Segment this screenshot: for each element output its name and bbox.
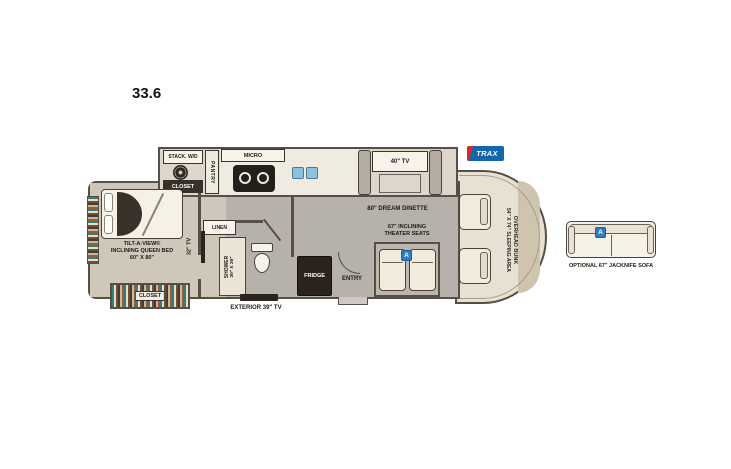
sofa-backrest	[570, 224, 652, 234]
wardrobe-closet	[87, 196, 99, 264]
microwave: MICRO	[221, 149, 285, 162]
sofa-option-badge: A	[595, 227, 606, 238]
dinette-bench-right	[429, 150, 442, 195]
pantry-label: PANTRY	[209, 160, 215, 184]
theater-seats-label-line1: 67" INCLINING	[387, 224, 427, 230]
bed-label-line3: 60" X 80"	[129, 254, 155, 261]
theater-seat-right	[409, 249, 436, 291]
shower-label-line2: 30" X 36"	[230, 256, 235, 278]
toilet-tank	[251, 243, 273, 252]
optional-sofa-label: OPTIONAL 67" JACKNIFE SOFA	[568, 263, 654, 269]
bedroom-closet-slideout: CLOSET	[110, 283, 190, 309]
seat-cushion-line	[382, 262, 403, 263]
page-title: 33.6	[132, 85, 162, 102]
bed-label: TILT-A-VIEW® INCLINING QUEEN BED 60" X 8…	[92, 241, 192, 262]
logo-text: TRAX	[476, 149, 498, 158]
bedroom-tv-label: 32" TV	[186, 237, 193, 256]
sofa-armrest-right	[647, 226, 654, 254]
linen-cabinet: LINEN	[203, 220, 236, 235]
dinette-table	[379, 174, 421, 193]
seat-backrest	[480, 252, 488, 279]
dinette-bench-left	[358, 150, 371, 195]
theater-seats-label-line2: THEATER SEATS	[384, 230, 430, 237]
overhead-bunk-line1: OVERHEAD BUNK	[512, 215, 518, 265]
cab-seat-driver	[459, 248, 491, 284]
queen-bed	[101, 189, 183, 239]
bedroom-tv	[201, 231, 205, 263]
bed-pillow	[104, 215, 113, 234]
jackknife-sofa	[566, 221, 656, 258]
toilet-bowl	[254, 253, 270, 273]
bedroom-closet-label: CLOSET	[134, 291, 166, 301]
theater-seats-label: 67" INCLINING THEATER SEATS	[363, 224, 451, 237]
dinette-tv: 40" TV	[372, 151, 428, 172]
bath-top-wall	[236, 220, 263, 223]
fridge: FRIDGE	[297, 256, 332, 296]
seat-cushion-line	[412, 262, 433, 263]
overhead-bunk-line2: 54" X 74" SLEEPING AREA	[505, 207, 512, 273]
stack-washer-dryer: STACK. W/D	[163, 150, 203, 164]
entry-label: ENTRY	[341, 276, 363, 282]
burner-icon	[239, 172, 251, 184]
bedroom-bath-wall-stub	[198, 279, 201, 297]
burner-icon	[257, 172, 269, 184]
bed-label-line1: TILT-A-VIEW®	[123, 241, 161, 247]
exterior-tv	[240, 294, 278, 301]
bath-kitchen-wall	[291, 197, 294, 257]
shower-label: SHOWER 30" X 36"	[224, 239, 240, 295]
bedroom-bath-wall	[198, 183, 201, 255]
entry-steps	[338, 297, 368, 305]
cooktop	[233, 165, 275, 192]
seat-backrest	[480, 198, 488, 225]
trax-logo: TRAX	[467, 146, 504, 161]
sink-basin	[292, 167, 304, 179]
sofa-cushion-divider	[611, 235, 612, 256]
washer-drum-icon	[173, 165, 188, 180]
theater-option-badge: A	[401, 250, 412, 261]
bed-pillow	[104, 193, 113, 212]
pantry-cabinet: PANTRY	[205, 150, 219, 194]
sofa-armrest-left	[568, 226, 575, 254]
exterior-tv-label: EXTERIOR 39" TV	[230, 305, 282, 311]
shower-stall	[219, 237, 246, 296]
overhead-bunk-label: OVERHEAD BUNK 54" X 74" SLEEPING AREA	[496, 185, 518, 295]
cab-seat-passenger	[459, 194, 491, 230]
dream-dinette-label: 80" DREAM DINETTE	[367, 206, 428, 212]
sink-basin	[306, 167, 318, 179]
bed-label-line2: INCLINING QUEEN BED	[110, 247, 174, 254]
